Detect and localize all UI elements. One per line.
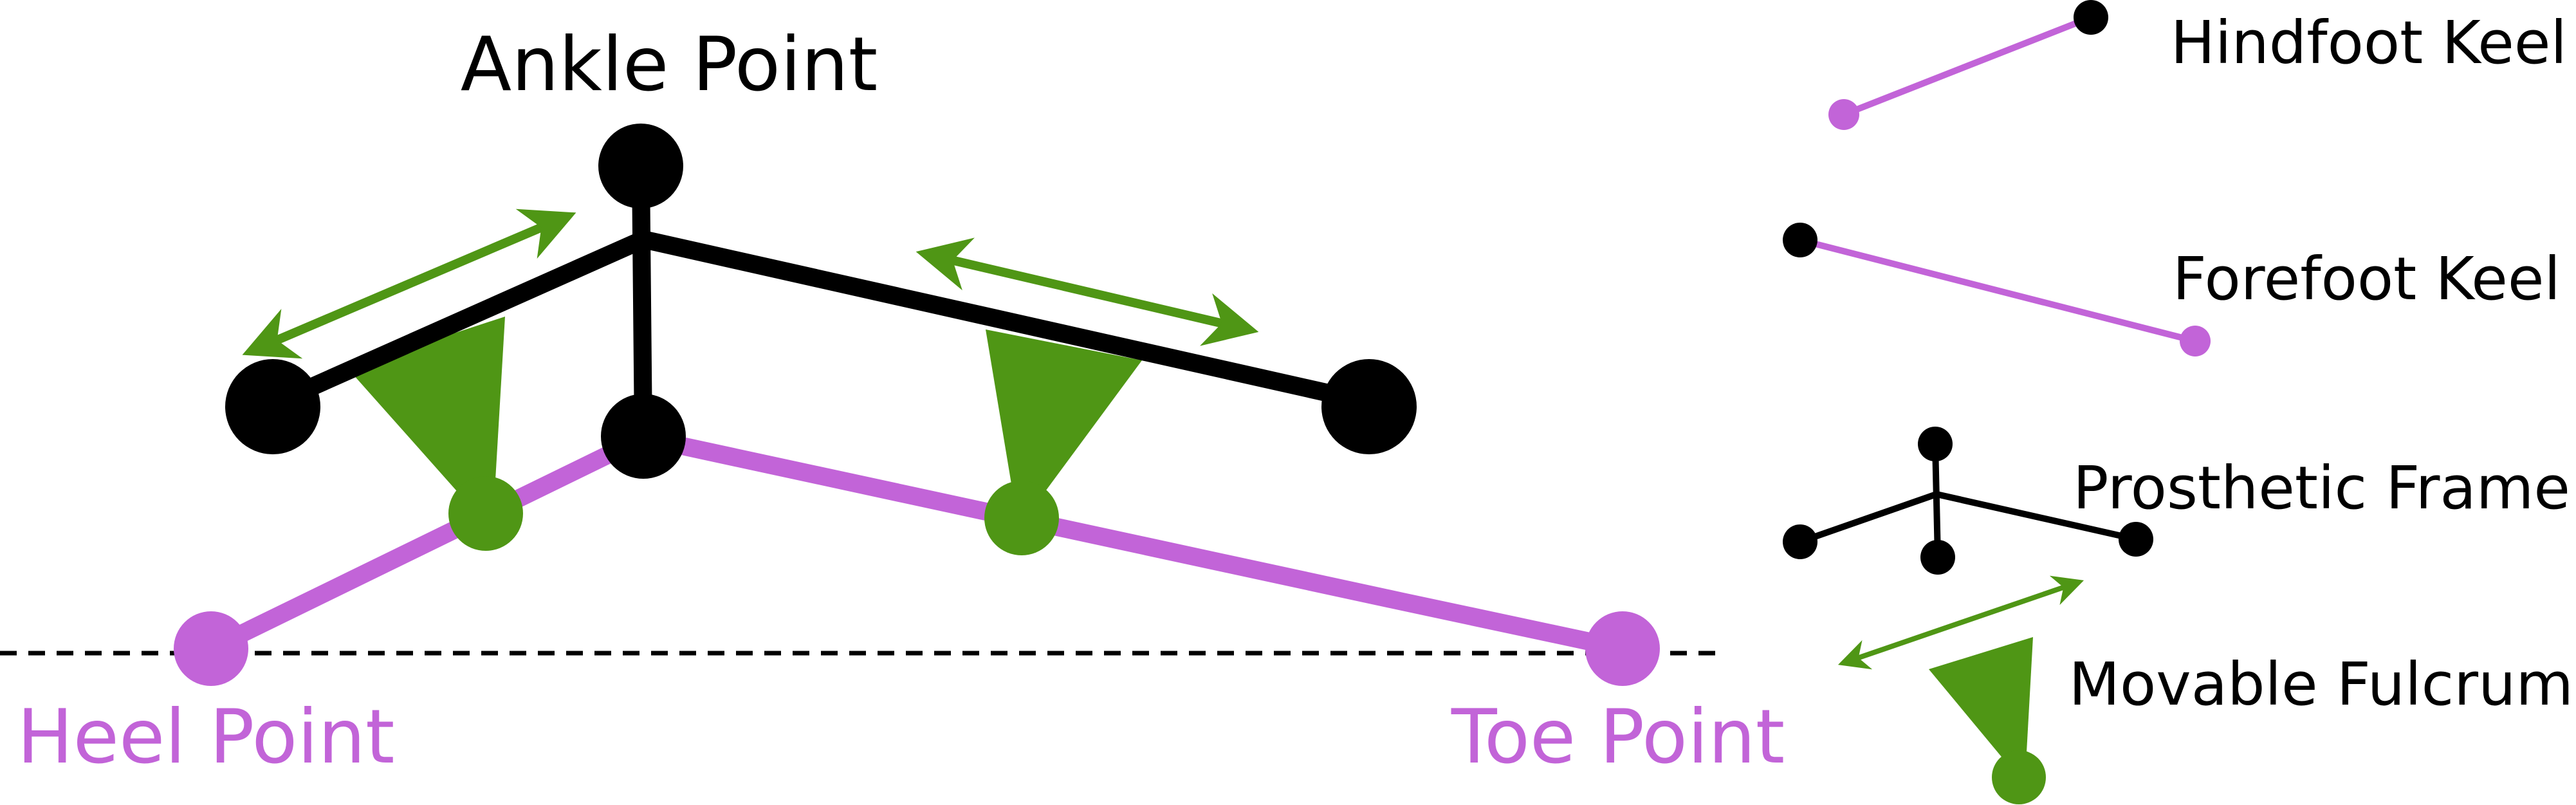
legend-prosthetic-frame-label: Prosthetic Frame — [2073, 454, 2570, 523]
frame-vertical-post — [632, 157, 652, 445]
legend-frame-bottom-dot — [1920, 540, 1955, 575]
rear-fulcrum-contact — [448, 476, 523, 551]
front-fulcrum-movement-arrow — [915, 237, 1259, 346]
legend-hindfoot-keel-heel-dot — [1828, 99, 1859, 130]
toe-point-label: Toe Point — [1451, 694, 1785, 781]
legend-hindfoot-keel-line — [1843, 14, 2092, 118]
legend-prosthetic-frame: Prosthetic Frame — [1783, 427, 2570, 575]
legend-forefoot-keel: Forefoot Keel — [1783, 223, 2561, 356]
frame-rear-joint — [225, 359, 320, 454]
legend-forefoot-keel-label: Forefoot Keel — [2173, 245, 2561, 313]
legend-fulcrum-contact-dot — [1992, 750, 2046, 804]
heel-point-marker — [174, 611, 248, 686]
legend: Hindfoot Keel Forefoot Keel Prosthetic F… — [1783, 0, 2573, 804]
legend-frame-front-dot — [2119, 522, 2153, 557]
legend-forefoot-keel-ankle-dot — [1783, 223, 1817, 257]
legend-movable-fulcrum-label: Movable Fulcrum — [2069, 650, 2573, 719]
legend-frame-front-arm — [1935, 491, 2137, 542]
ankle-point-marker — [598, 124, 683, 208]
toe-point-marker — [1585, 611, 1660, 686]
legend-frame-top-dot — [1918, 427, 1953, 461]
legend-hindfoot-keel-ankle-dot — [2074, 0, 2108, 35]
legend-fulcrum-arrow — [1837, 575, 2084, 670]
legend-forefoot-keel-line — [1799, 237, 2196, 344]
forefoot-keel-segment — [634, 429, 1632, 658]
frame-front-joint — [1321, 359, 1417, 454]
legend-movable-fulcrum: Movable Fulcrum — [1837, 575, 2573, 804]
main-diagram: Ankle Point Heel Point Toe Point — [0, 21, 1785, 781]
legend-frame-post — [1932, 443, 1941, 558]
legend-frame-rear-dot — [1783, 524, 1817, 559]
ankle-point-label: Ankle Point — [461, 21, 878, 108]
frame-bottom-joint — [601, 394, 686, 479]
hindfoot-keel-segment — [202, 429, 652, 658]
legend-frame-rear-arm — [1799, 491, 1938, 545]
legend-fulcrum-wedge — [1929, 637, 2033, 775]
rear-fulcrum-movement-arrow — [242, 208, 576, 359]
legend-forefoot-keel-toe-dot — [2180, 326, 2211, 356]
front-fulcrum-wedge — [986, 329, 1142, 495]
legend-hindfoot-keel-label: Hindfoot Keel — [2171, 8, 2567, 77]
front-fulcrum-contact — [984, 481, 1059, 555]
legend-hindfoot-keel: Hindfoot Keel — [1828, 0, 2567, 130]
heel-point-label: Heel Point — [17, 694, 394, 781]
